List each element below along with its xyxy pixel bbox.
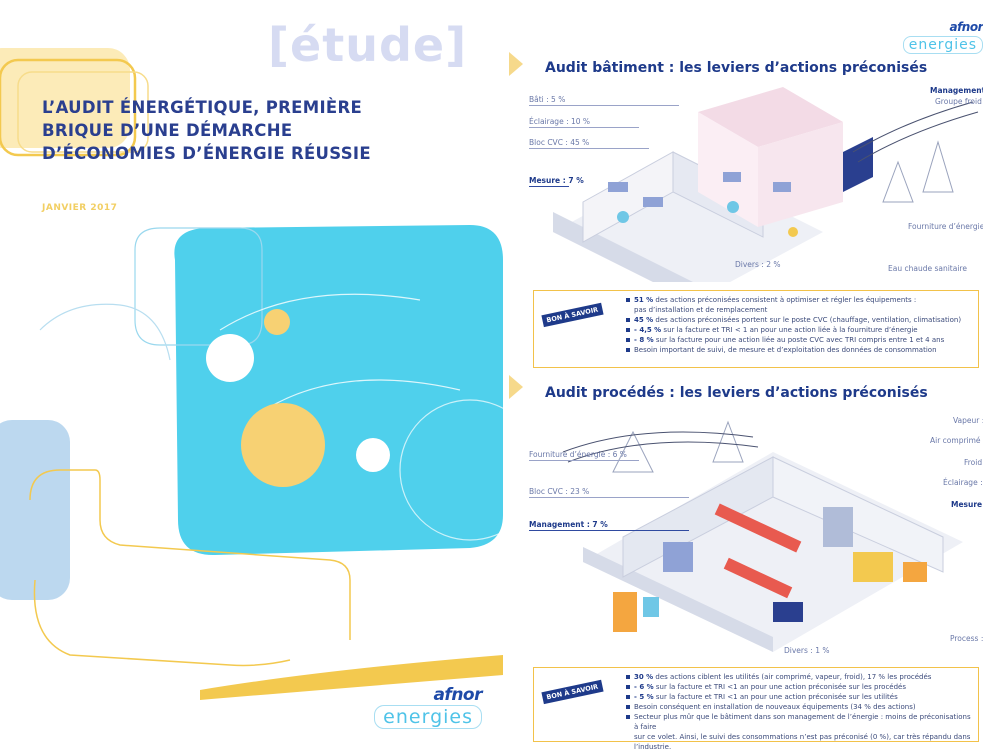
cyan-blob: [174, 225, 503, 556]
label-divers: Divers : 2 %: [735, 260, 781, 269]
afnor-energies-logo: afnor energies: [863, 20, 983, 54]
label-fourniture: Fourniture d’énergie :: [908, 222, 983, 231]
label-divers-process: Divers : 1 %: [784, 646, 830, 655]
chevron-icon: [509, 375, 523, 399]
yellow-ribbon: [200, 655, 503, 700]
cover-date: JANVIER 2017: [42, 203, 118, 213]
yellow-line-2: [33, 579, 291, 667]
info-box-building: BON À SAVOIR 51 % des actions préconisée…: [533, 290, 979, 368]
label-vapeur: Vapeur :: [953, 416, 983, 425]
list-item: sur ce volet. Ainsi, le suivi des consom…: [634, 733, 971, 751]
label-management-process: Management : 7 %: [529, 520, 608, 529]
label-bati: Bâti : 5 %: [529, 95, 566, 104]
list-item: Besoin conséquent en installation de nou…: [626, 702, 972, 712]
list-item: Besoin important de suivi, de mesure et …: [626, 345, 972, 355]
outline-box: [134, 227, 263, 346]
label-line: [529, 460, 639, 461]
label-line: [529, 127, 639, 128]
label-mesure-process: Mesure: [951, 500, 983, 509]
chevron-icon: [509, 52, 523, 76]
label-management: Management: [930, 86, 983, 95]
pale-blue-block: [0, 420, 70, 600]
did-you-know-badge: BON À SAVOIR: [541, 679, 604, 705]
list-item: 45 % des actions préconisées portent sur…: [626, 315, 972, 325]
label-line: [529, 105, 679, 106]
building-illustration: [553, 87, 979, 282]
logo-afnor-text: afnor: [433, 685, 482, 705]
curve-line: [39, 303, 171, 361]
label-line: [529, 497, 689, 498]
cover-title-line: BRIQUE D’UNE DÉMARCHE: [42, 121, 293, 140]
cover-title-line: D’ÉCONOMIES D’ÉNERGIE RÉUSSIE: [42, 144, 371, 163]
yellow-frame-fill: [0, 48, 130, 148]
list-item: pas d’installation et de remplacement: [634, 306, 768, 314]
label-groupe-froid: Groupe froid: [935, 97, 982, 106]
logo-afnor-text: afnor: [949, 20, 983, 34]
white-curve: [219, 293, 421, 331]
white-circle: [206, 334, 254, 382]
cover-illustration: [0, 48, 503, 700]
small-yellow-circle: [264, 309, 290, 335]
label-process: Process :: [950, 634, 983, 643]
list-item: Secteur plus mûr que le bâtiment dans so…: [626, 712, 972, 732]
list-item: - 5 % sur la facture et TRI <1 an pour u…: [626, 692, 972, 702]
white-circle-2: [356, 438, 390, 472]
label-fourniture-process: Fourniture d’énergie : 6 %: [529, 450, 627, 459]
did-you-know-badge: BON À SAVOIR: [541, 302, 604, 328]
logo-energies-text: energies: [902, 36, 983, 54]
label-line: [529, 530, 689, 531]
label-eclairage: Éclairage : 10 %: [529, 117, 591, 126]
white-ring: [399, 399, 503, 541]
list-item: - 6 % sur la facture et TRI <1 an pour u…: [626, 682, 972, 692]
study-tag: [étude]: [268, 18, 468, 72]
bullet-list: 51 % des actions préconisées consistent …: [626, 295, 972, 355]
list-item: - 4,5 % sur la facture et TRI < 1 an pou…: [626, 325, 972, 335]
infographic-page: afnor energies Audit bâtiment : les levi…: [503, 0, 983, 755]
label-cvc: Bloc CVC : 45 %: [529, 138, 590, 147]
label-mesure: Mesure : 7 %: [529, 176, 584, 185]
cover-title-line: L’AUDIT ÉNERGÉTIQUE, PREMIÈRE: [42, 98, 363, 117]
list-item: 30 % des actions ciblent les utilités (a…: [626, 672, 972, 682]
label-froid: Froid :: [964, 458, 983, 467]
label-air-comprime: Air comprimé :: [930, 436, 983, 445]
label-cvc-process: Bloc CVC : 23 %: [529, 487, 590, 496]
label-eau-chaude: Eau chaude sanitaire: [888, 264, 967, 273]
cover-title: L’AUDIT ÉNERGÉTIQUE, PREMIÈRE BRIQUE D’U…: [42, 96, 442, 165]
bullet-list: 30 % des actions ciblent les utilités (a…: [626, 672, 972, 752]
label-eclairage-process: Éclairage :: [943, 478, 983, 487]
label-line: [529, 186, 569, 187]
factory-illustration: [562, 420, 963, 652]
yellow-frame-inner: [17, 71, 149, 153]
logo-energies-text: energies: [374, 705, 482, 729]
info-box-process: BON À SAVOIR 30 % des actions ciblent le…: [533, 667, 979, 751]
report-cover: [étude] L’AUDIT ÉNERGÉTIQUE, PREMIÈRE BR…: [0, 18, 503, 729]
section-title-process: Audit procédés : les leviers d’actions p…: [545, 385, 928, 401]
yellow-line: [29, 469, 351, 640]
label-line: [529, 148, 649, 149]
section-title-building: Audit bâtiment : les leviers d’actions p…: [545, 60, 928, 76]
list-item: - 8 % sur la facture pour une action lié…: [626, 335, 972, 345]
list-item: 51 % des actions préconisées consistent …: [626, 295, 972, 305]
afnor-energies-logo: afnor energies: [332, 685, 483, 729]
yellow-frame-outline: [0, 58, 137, 157]
large-yellow-circle: [241, 403, 325, 487]
